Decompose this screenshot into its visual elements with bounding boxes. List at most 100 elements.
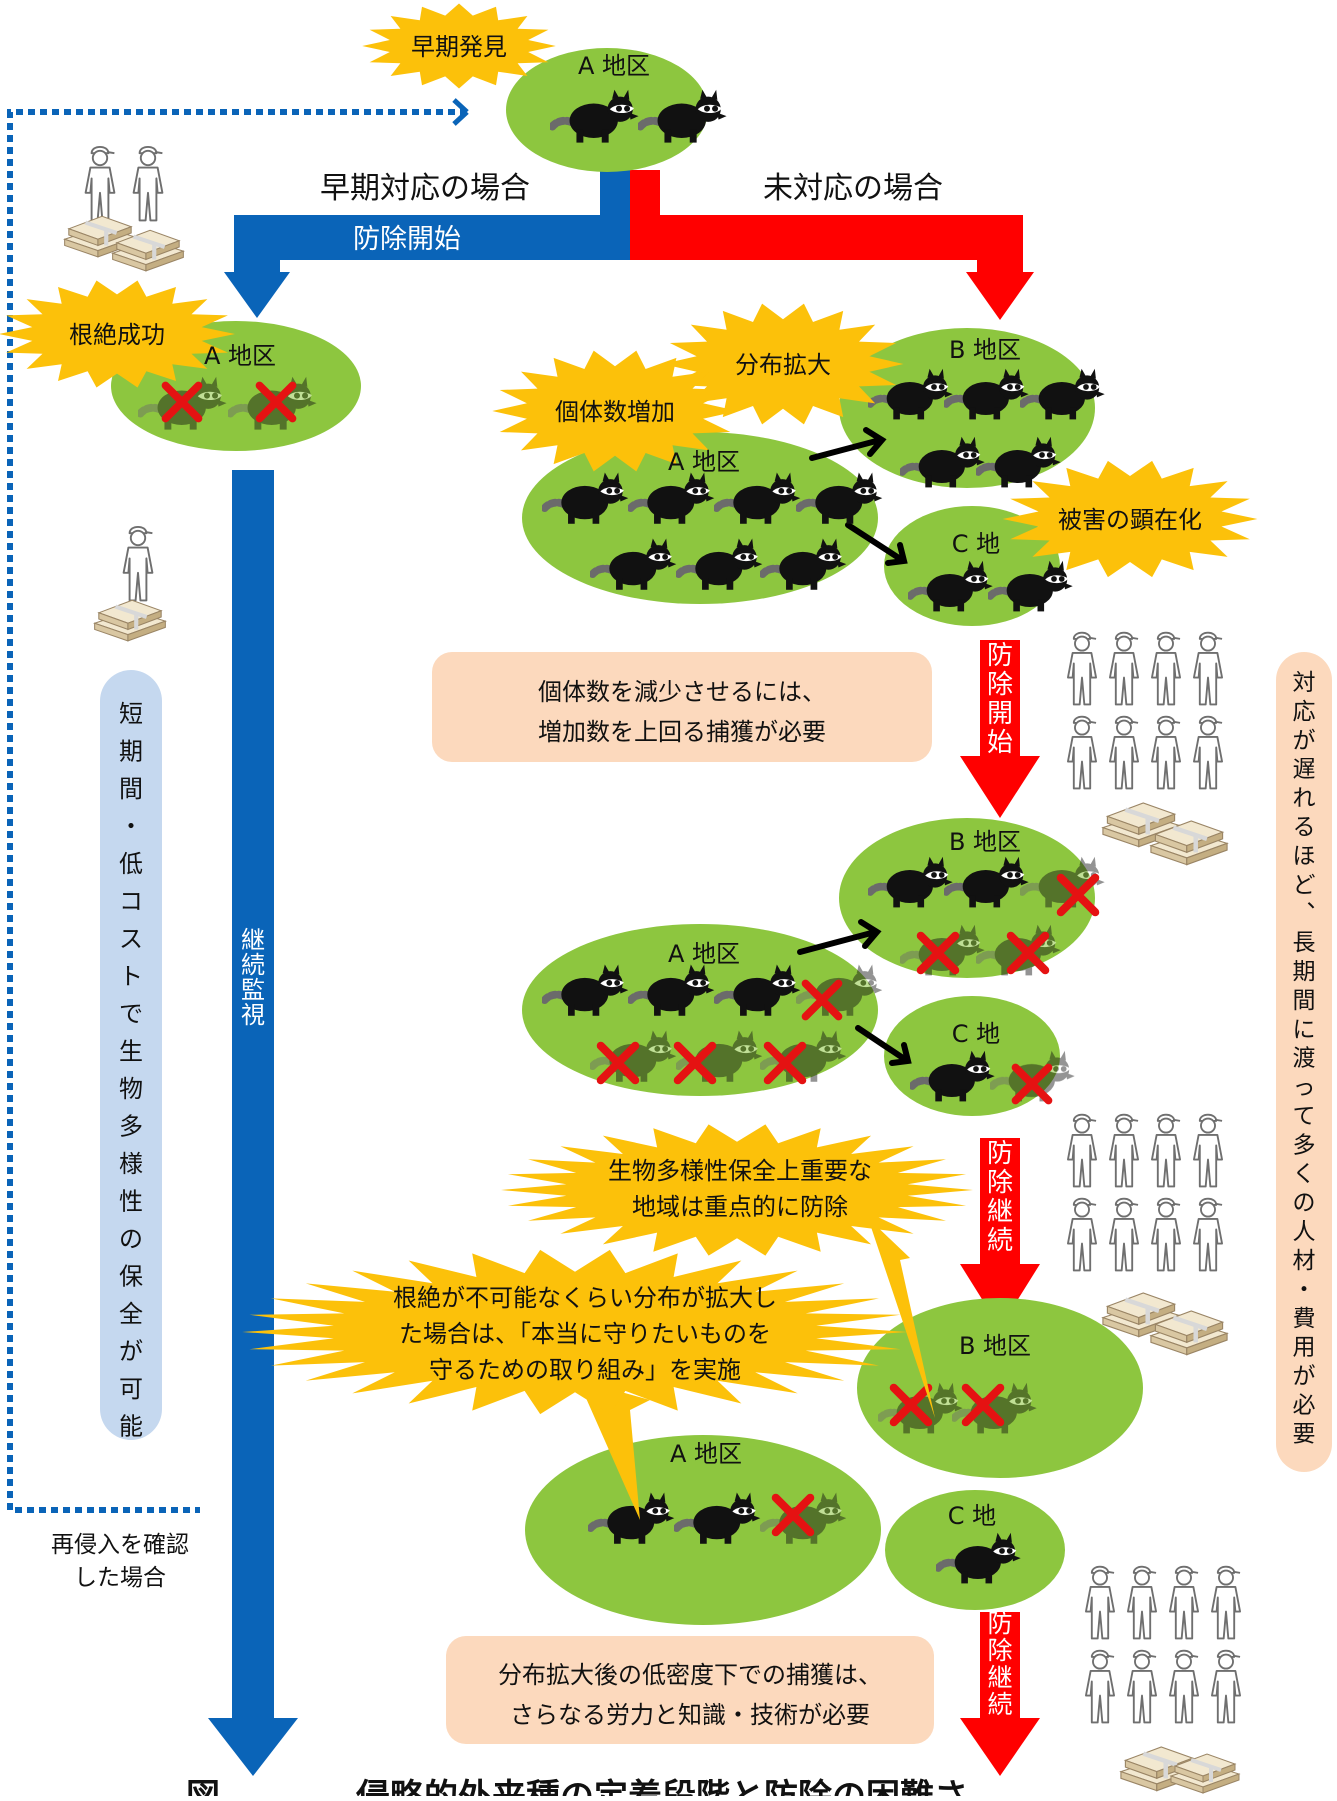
svg-text:短期間・低コストで生物多様性の保全が可能: 短期間・低コストで生物多様性の保全が可能 xyxy=(119,700,143,1441)
red-branch xyxy=(630,215,1000,260)
dotted-reinvasion-line xyxy=(7,109,467,1513)
person-icon xyxy=(1150,631,1182,706)
early-discovery-label: 早期発見 xyxy=(411,33,507,61)
person-icon xyxy=(1192,715,1224,790)
protect-note-line3: 守るための取り組み」を実施 xyxy=(429,1356,741,1384)
svg-text:防除継続: 防除継続 xyxy=(987,1609,1012,1719)
eradication-success-label: 根絶成功 xyxy=(69,321,165,349)
reduce-note-line2: 増加数を上回る捕獲が必要 xyxy=(538,718,826,746)
person-icon xyxy=(1192,631,1224,706)
person-icon xyxy=(1126,1649,1158,1724)
person-icon xyxy=(132,145,164,222)
distribution-expansion-label: 分布拡大 xyxy=(735,351,831,379)
population-increase-label: 個体数増加 xyxy=(555,398,675,426)
red-arrow-2 xyxy=(980,1138,1020,1266)
starburst-shape xyxy=(242,1249,908,1415)
area-b-2 xyxy=(839,818,1095,978)
lowdens-note-line2: さらなる労力と知識・技術が必要 xyxy=(510,1701,870,1729)
note-boxes xyxy=(100,652,1332,1744)
person-icon xyxy=(1066,715,1098,790)
control-start-branch-label: 防除開始 xyxy=(353,224,461,255)
early-response-case-label: 早期対応の場合 xyxy=(320,171,530,206)
blue-branch xyxy=(234,215,630,260)
person-icon xyxy=(1108,715,1140,790)
red-arrow-1 xyxy=(980,640,1020,758)
starburst-shape xyxy=(362,3,556,89)
biodiv-burst-tail xyxy=(868,1218,935,1418)
area-c-2-label: C 地 xyxy=(952,1020,1000,1048)
continuous-monitoring-label: 継続監視 xyxy=(241,926,265,1029)
right-vertical-box xyxy=(1276,652,1332,1472)
starburst-shape xyxy=(0,280,235,388)
area-a-3-label: A 地区 xyxy=(670,1440,742,1468)
starburst-shape xyxy=(1002,460,1258,578)
monitor-shaft xyxy=(232,470,274,1720)
svg-text:防除継続: 防除継続 xyxy=(987,1139,1013,1256)
area-a-discovery-label: A 地区 xyxy=(578,52,650,80)
person-icon xyxy=(1168,1565,1200,1640)
spread-arrows xyxy=(797,427,912,1066)
area-b-2-label: B 地区 xyxy=(949,828,1021,856)
person-icon xyxy=(1192,1197,1224,1272)
starburst-shape xyxy=(492,350,738,472)
person-icon xyxy=(1084,1565,1116,1640)
person-icon xyxy=(1084,1649,1116,1724)
person-icon xyxy=(1192,1113,1224,1188)
person-icon xyxy=(84,145,116,222)
money-stack-icon xyxy=(95,600,166,641)
starburst-shape xyxy=(501,1124,973,1256)
area-a-2-label: A 地区 xyxy=(668,940,740,968)
reduce-note-box xyxy=(432,652,932,762)
person-icon xyxy=(1066,1113,1098,1188)
left-vertical-note: 短期間・低コストで生物多様性の保全が可能 xyxy=(119,700,143,1441)
figure-caption: 図 侵略的外来種の定着段階と防除の困難さ xyxy=(186,1777,968,1796)
left-vertical-box xyxy=(100,670,162,1440)
damage-manifest-label: 被害の顕在化 xyxy=(1058,506,1202,534)
person-icon xyxy=(1108,1113,1140,1188)
starbursts xyxy=(0,3,1258,1520)
vertical-labels: 継続監視 防除開始 防除継続 防除継続 短期間・低コストで生物多様性の保全が可能… xyxy=(119,641,1316,1719)
person-icon xyxy=(1108,1197,1140,1272)
red-branch-head xyxy=(966,272,1034,320)
person-icon xyxy=(1150,1197,1182,1272)
area-c-1-label: C 地 xyxy=(952,530,1000,558)
protect-burst-tail xyxy=(578,1380,650,1520)
person-icon xyxy=(1168,1649,1200,1724)
person-icon xyxy=(1066,1197,1098,1272)
lowdens-note-box xyxy=(446,1636,934,1744)
person-icon xyxy=(1126,1565,1158,1640)
biodiv-note-line2: 地域は重点的に防除 xyxy=(632,1193,848,1221)
area-b-1-label: B 地区 xyxy=(949,336,1021,364)
person-icon xyxy=(1150,1113,1182,1188)
right-vertical-note: 対応が遅れるほど︑長期間に渡って多くの人材・費用が必要 xyxy=(1293,670,1316,1447)
dotted-reinvasion-head xyxy=(452,98,469,126)
person-icon xyxy=(1210,1565,1242,1640)
starburst-shape xyxy=(662,303,904,425)
area-c-3-label: C 地 xyxy=(948,1502,996,1530)
lowdens-note-line1: 分布拡大後の低密度下での捕獲は、 xyxy=(498,1661,882,1689)
area-a-1-label: A 地区 xyxy=(668,448,740,476)
protect-note-line2: た場合は、「本当に守りたいものを xyxy=(399,1320,771,1348)
person-icon xyxy=(1150,715,1182,790)
blue-branch-head xyxy=(224,272,290,318)
reduce-note-line1: 個体数を減少させるには、 xyxy=(538,678,826,706)
reinvasion-line1: 再侵入を確認 xyxy=(51,1532,189,1558)
monitor-head xyxy=(208,1718,298,1776)
area-b-3-label: B 地区 xyxy=(959,1332,1031,1360)
person-icon xyxy=(1108,631,1140,706)
person-icon xyxy=(1066,631,1098,706)
control-continue-vertical-label-1: 防除継続 xyxy=(987,1139,1013,1256)
control-continue-vertical-label-2: 防除継続 xyxy=(987,1609,1012,1719)
reinvasion-line2: した場合 xyxy=(74,1565,166,1591)
protect-note-line1: 根絶が不可能なくらい分布が拡大し xyxy=(393,1284,777,1312)
svg-text:継続監視: 継続監視 xyxy=(241,926,265,1029)
area-a-eradicated-label: A 地区 xyxy=(204,342,276,370)
person-icon xyxy=(1210,1649,1242,1724)
no-response-case-label: 未対応の場合 xyxy=(763,171,943,206)
person-icon xyxy=(122,525,154,602)
svg-text:対応が遅れるほど︑長期間に渡って多くの人材・費用が必要: 対応が遅れるほど︑長期間に渡って多くの人材・費用が必要 xyxy=(1293,670,1316,1447)
biodiv-note-line1: 生物多様性保全上重要な xyxy=(608,1157,872,1185)
control-start-vertical-label: 防除開始 xyxy=(987,641,1013,758)
